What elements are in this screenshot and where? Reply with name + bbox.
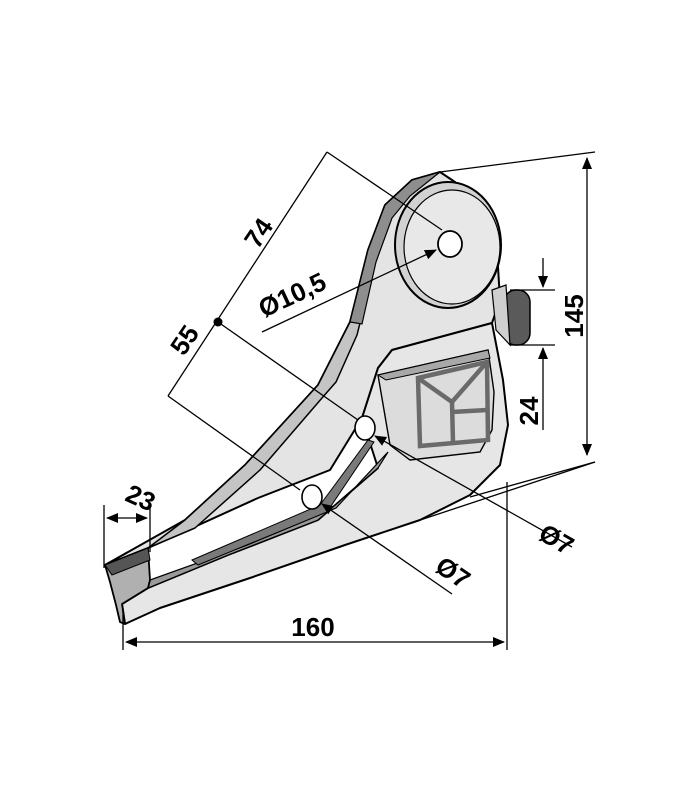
logo-pad-step bbox=[376, 349, 491, 381]
dim-24-label: 24 bbox=[514, 396, 544, 425]
dim-hole-upper-label: Ø7 bbox=[534, 518, 579, 561]
dim-160-label: 160 bbox=[291, 612, 334, 642]
dim-55-label: 55 bbox=[164, 320, 205, 361]
dimension-origin-point bbox=[213, 317, 223, 327]
main-hole bbox=[437, 230, 463, 258]
dimension-lines bbox=[103, 151, 596, 650]
blade-body bbox=[104, 171, 531, 625]
cutting-edge-bevel bbox=[147, 451, 389, 590]
upper-hole bbox=[354, 415, 376, 441]
dim-hole-main-label: Ø10,5 bbox=[254, 266, 331, 323]
blade-top-side bbox=[349, 171, 441, 325]
lower-hole bbox=[301, 484, 323, 510]
dim-74-label: 74 bbox=[238, 212, 279, 253]
blade-tip-shade bbox=[104, 547, 151, 576]
dim-hole-lower-label: Ø7 bbox=[430, 550, 476, 594]
dim-23-label: 23 bbox=[121, 478, 160, 517]
dim-145-label: 145 bbox=[559, 294, 589, 337]
manufacturer-logo-icon bbox=[415, 359, 491, 449]
